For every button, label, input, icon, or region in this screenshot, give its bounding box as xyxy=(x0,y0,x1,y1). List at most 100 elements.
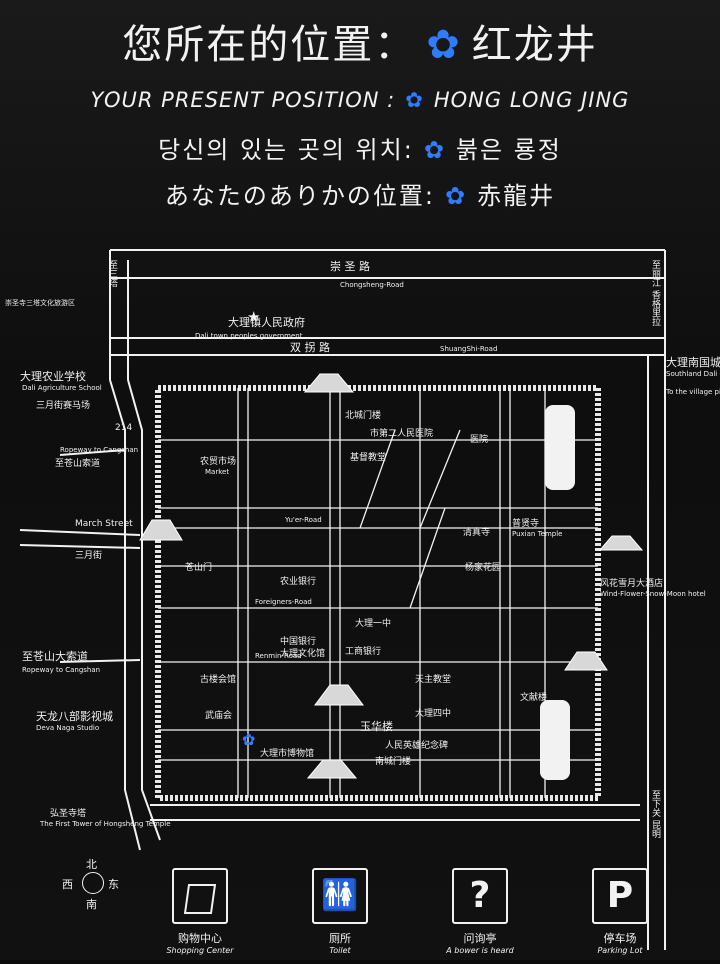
title-chinese: 您所在的位置：✿红龙井 xyxy=(0,12,720,70)
landmark-label: 杨家花园 xyxy=(465,561,501,573)
landmark-label: 风花雪月大酒店 xyxy=(600,577,663,589)
landmark-label: 大理一中 xyxy=(355,617,391,629)
road-line xyxy=(19,544,141,549)
legend-label: 停车场 xyxy=(603,932,637,945)
landmark-label: 大理镇人民政府 xyxy=(228,315,305,329)
landmark-label-en: The First Tower of Hongsheng Temple xyxy=(39,820,171,828)
landmark-label-en: Deva Naga Studio xyxy=(36,724,99,732)
landmark-label: 北城门楼 xyxy=(345,409,381,421)
position-marker-icon: ✿ xyxy=(444,182,468,210)
landmark-label: 崇圣寺三塔文化旅游区 xyxy=(5,298,75,307)
position-marker-icon: ✿ xyxy=(426,22,462,68)
restroom-icon: 🚻 xyxy=(312,868,368,924)
landmark-label: 大理市博物馆 xyxy=(260,747,314,759)
west-gate-tower xyxy=(139,519,183,541)
title-zh-label: 您所在的位置： xyxy=(122,22,417,68)
landmark-label: 文献楼 xyxy=(520,691,547,703)
title-japanese: あなたのありかの位置: ✿ 赤龍井 xyxy=(0,176,720,211)
street-line xyxy=(359,429,396,529)
landmark-label: 苍山门 xyxy=(185,561,212,573)
place-en: HONG LONG JING xyxy=(433,88,630,112)
wuhua-tower xyxy=(314,684,364,706)
pond-north xyxy=(545,405,575,490)
title-ko-label: 당신의 있는 곳의 위치: xyxy=(158,136,414,164)
compass-circle-icon xyxy=(82,872,104,894)
road-label: 三月街 xyxy=(75,549,102,561)
legend: 购物中心 Shopping Center 🚻 厕所 Toilet ? 问询亭 A… xyxy=(150,868,670,958)
city-wall xyxy=(155,385,601,801)
title-en-label: YOUR PRESENT POSITION : xyxy=(90,88,396,112)
road-label-en: Yu'er-Road xyxy=(284,516,322,524)
road-label: 双 拐 路 xyxy=(290,340,330,354)
landmark-label-en: Dali Agriculture School xyxy=(22,384,102,392)
street-line xyxy=(409,507,446,609)
road-label-en: Foreigners-Road xyxy=(255,598,312,606)
parking-icon: P xyxy=(592,868,648,924)
direction-label: 至丽江 香格里拉 xyxy=(650,260,661,327)
landmark-label-en: Wind-Flower-Snow-Moon hotel xyxy=(600,590,706,598)
road-label-en: March Street xyxy=(75,519,133,529)
legend-label: 购物中心 xyxy=(178,932,222,945)
north-gate-tower xyxy=(303,373,355,393)
compass-west: 西 xyxy=(62,878,73,891)
landmark-label: 弘圣寺塔 xyxy=(50,807,86,819)
east-gate-tower xyxy=(564,651,608,671)
landmark-label: 南城门楼 xyxy=(375,755,411,767)
landmark-label-en: Market xyxy=(205,468,229,476)
landmark-label: 基督教堂 xyxy=(350,451,386,463)
landmark-label: 天主教堂 xyxy=(415,673,451,685)
landmark-label: 农业银行 xyxy=(280,575,316,587)
legend-label: 问询亭 xyxy=(463,932,497,945)
legend-item-toilet: 🚻 厕所 Toilet xyxy=(290,868,390,958)
landmark-label: 医院 xyxy=(470,433,488,445)
road-label-en: Renmin-Road xyxy=(255,652,302,660)
place-zh: 红龙井 xyxy=(471,22,598,68)
map-svg: ✿ ★ 崇 圣 路 Chongsheng-Road 双 拐 路 ShuangSh… xyxy=(5,249,720,950)
compass-east: 东 xyxy=(108,878,119,891)
road-line xyxy=(109,379,141,851)
landmark-label: 大理四中 xyxy=(415,707,451,719)
place-ja: 赤龍井 xyxy=(477,182,556,210)
government-star-icon: ★ xyxy=(247,308,260,326)
road-line xyxy=(59,449,126,456)
landmark-label: 大理文化馆 xyxy=(280,647,325,659)
road-label: 崇 圣 路 xyxy=(330,260,370,273)
question-icon: ? xyxy=(452,868,508,924)
landmark-label: 清真寺 xyxy=(463,526,490,538)
legend-label-en: Toilet xyxy=(329,946,351,955)
place-ko: 붉은 룡정 xyxy=(455,136,562,164)
place-label: 玉华楼 xyxy=(360,719,393,733)
road-label-en: ShuangShi-Road xyxy=(440,345,497,353)
city-map: ✿ ★ 崇 圣 路 Chongsheng-Road 双 拐 路 ShuangSh… xyxy=(0,230,720,960)
place-label-en: Southland Dali City xyxy=(666,370,720,378)
header: 您所在的位置：✿红龙井 YOUR PRESENT POSITION :✿HONG… xyxy=(0,0,720,230)
place-label: 大理南国城 xyxy=(666,355,720,369)
title-english: YOUR PRESENT POSITION : ✿ HONG LONG JING xyxy=(0,88,720,112)
landmark-label: 普贤寺 xyxy=(512,517,539,529)
compass-north: 北 xyxy=(86,858,97,871)
compass-south: 南 xyxy=(86,898,97,911)
landmark-label: 武庙会 xyxy=(205,709,232,721)
landmark-label: 天龙八部影视城 xyxy=(36,709,113,723)
direction-label: To the village pier xyxy=(665,388,720,396)
legend-label-en: A bower is heard xyxy=(446,946,514,955)
landmark-label: 大理农业学校 xyxy=(20,369,86,383)
landmark-label: 古楼会馆 xyxy=(200,673,236,685)
landmark-label: 市第二人民医院 xyxy=(370,427,433,439)
shopping-bag-icon xyxy=(172,868,228,924)
east-pavilion xyxy=(598,535,644,551)
title-ja-label: あなたのありかの位置: xyxy=(164,182,435,210)
road-line xyxy=(127,379,161,841)
road-line xyxy=(59,659,141,663)
legend-label-en: Parking Lot xyxy=(597,946,643,955)
south-gate-tower xyxy=(306,759,358,779)
position-marker-icon: ✿ xyxy=(405,88,424,112)
compass: 北 西 东 南 xyxy=(62,856,122,916)
landmark-label-en: Dali town peoples government xyxy=(195,332,303,340)
landmark-label-en: Ropeway to Cangshan xyxy=(60,446,138,454)
landmark-label: 人民英雄纪念碑 xyxy=(385,739,448,751)
road-line xyxy=(19,529,141,536)
landmark-label: 工商银行 xyxy=(345,645,381,657)
landmark-label: 农贸市场 xyxy=(200,455,236,467)
